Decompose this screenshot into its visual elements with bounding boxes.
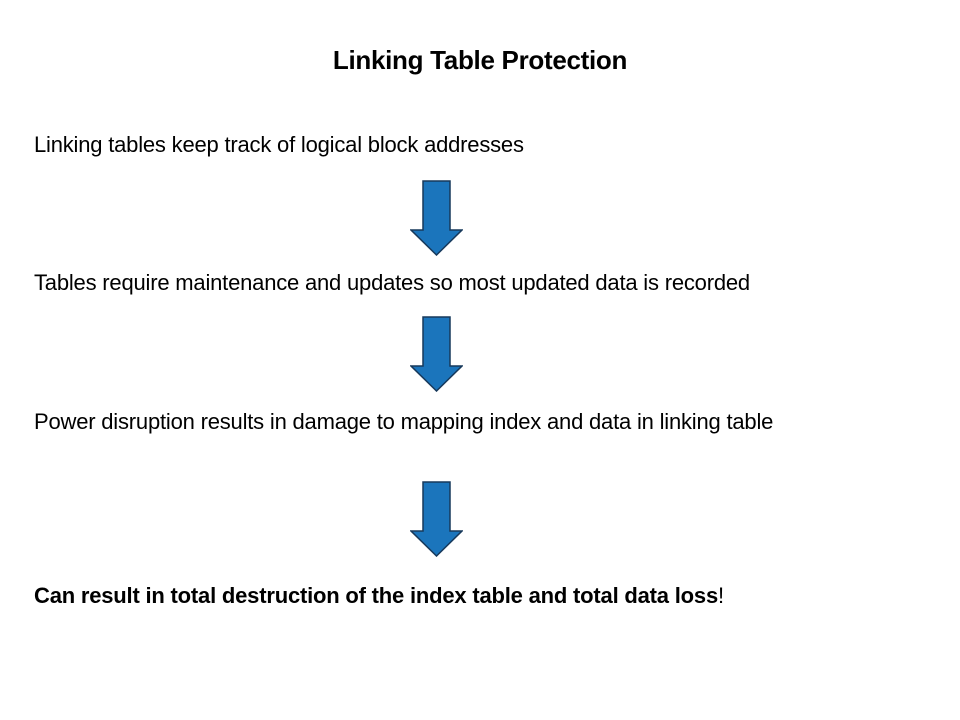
down-arrow-shape xyxy=(410,481,463,557)
slide-title: Linking Table Protection xyxy=(332,45,628,75)
down-arrow-shape xyxy=(410,316,463,392)
step-4-main-text: Can result in total destruction of the i… xyxy=(34,583,718,608)
step-2-text: Tables require maintenance and updates s… xyxy=(34,270,750,295)
step-4-text: Can result in total destruction of the i… xyxy=(34,583,934,609)
step-4-suffix: ! xyxy=(717,583,724,608)
down-arrow-icon xyxy=(410,316,463,392)
down-arrow-icon xyxy=(410,180,463,256)
down-arrow-shape xyxy=(410,180,463,256)
step-1-text: Linking tables keep track of logical blo… xyxy=(34,132,524,157)
step-3-text: Power disruption results in damage to ma… xyxy=(34,409,774,434)
down-arrow-icon xyxy=(410,481,463,557)
